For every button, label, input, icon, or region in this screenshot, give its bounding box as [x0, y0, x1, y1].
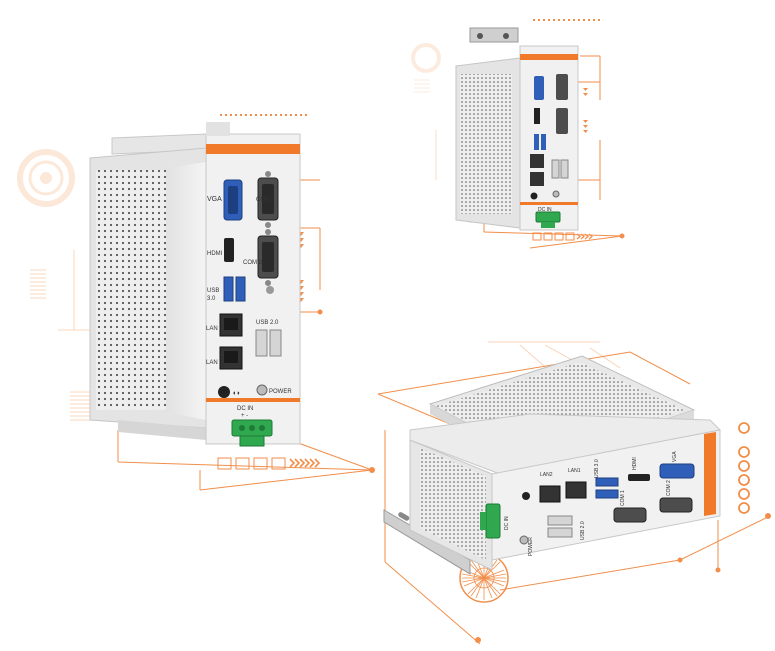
horizontal-usb30-port-a [595, 477, 619, 487]
horizontal-vga-label: VGA [672, 451, 678, 462]
chevron-arrows-icon [289, 458, 321, 468]
accent-stripe-top [206, 144, 300, 154]
small-perforated-side [460, 74, 512, 214]
perforated-side-panel [96, 170, 166, 410]
polarity-label: + - [241, 413, 248, 419]
svg-text:◖◗: ◖◗ [232, 390, 240, 397]
horizontal-unit: DC IN POWER LAN2 LAN1 USB 2.0 USB 3.0 HD… [383, 355, 722, 575]
horizontal-dc-in-label: DC IN [504, 516, 510, 530]
power-label: POWER [269, 389, 292, 395]
vga-label: VGA [207, 196, 222, 203]
horizontal-power-label: POWER [528, 537, 534, 556]
small-com1-port [556, 74, 568, 100]
target-reticle-icon [17, 149, 75, 207]
horizontal-dc-connector [485, 503, 501, 539]
horizontal-lan2-label: LAN2 [540, 472, 553, 478]
com2-label: COM 2 [243, 260, 263, 266]
horizontal-vga-port [659, 463, 695, 479]
hdmi-label: HDMI [207, 251, 223, 257]
dc-in-label: DC IN [237, 406, 253, 412]
horizontal-com2-label: COM 2 [666, 480, 672, 496]
small-unit: DC IN [455, 27, 579, 231]
decor-squares [217, 457, 286, 470]
horizontal-usb30-label: USB 3.0 [594, 459, 600, 478]
usb20-port-b [269, 329, 282, 357]
usb30-label-line2: 3.0 [207, 296, 216, 302]
large-unit: VGA COM 1 HDMI COM 2 USB 3.0 LAN 2 LAN 1… [89, 122, 301, 447]
horizontal-usb20-port-b [547, 527, 573, 538]
small-front-panel [519, 45, 579, 231]
small-lan1-port [530, 172, 544, 186]
accent-stripe-bottom [206, 398, 300, 402]
horizontal-hdmi-port [628, 474, 650, 481]
usb20-label: USB 2.0 [256, 320, 279, 326]
horizontal-com1-label: COM 1 [620, 490, 626, 506]
accent-stripe-right [704, 432, 716, 516]
usb30-label-line1: USB [207, 288, 219, 294]
small-dc-connector [535, 211, 561, 223]
usb20-port-a [255, 329, 268, 357]
usb30-port-b [235, 276, 246, 302]
decor-squares-small [532, 232, 575, 241]
horizontal-lan2-port [539, 485, 561, 503]
small-vga-port [534, 76, 544, 100]
ring-outline-icon [738, 422, 750, 514]
lan1-label: LAN 1 [206, 360, 223, 366]
horizontal-usb20-port-a [547, 515, 573, 526]
horizontal-lan1-label: LAN1 [568, 468, 581, 474]
horizontal-hdmi-label: HDMI [632, 457, 638, 470]
large-front-panel [205, 133, 301, 445]
horizontal-com1-port [613, 507, 647, 523]
chevron-arrows-icon-small [576, 233, 593, 240]
horizontal-audio-jack [522, 492, 530, 500]
small-com2-port [556, 108, 568, 134]
usb30-port-a [223, 276, 234, 302]
power-icon [256, 384, 268, 396]
audio-jack-icon [218, 386, 230, 398]
horizontal-com2-port [659, 497, 693, 513]
hdmi-port [224, 238, 234, 262]
left-perforated-side [420, 448, 486, 560]
horizontal-power-icon [519, 535, 529, 545]
horizontal-usb20-label: USB 2.0 [580, 521, 586, 540]
horizontal-usb30-port-b [595, 489, 619, 499]
small-lan2-port [530, 154, 544, 168]
horizontal-lan1-port [565, 481, 587, 499]
lan2-label: LAN 2 [206, 326, 223, 332]
com1-label: COM 1 [256, 197, 276, 203]
small-dc-in-label: DC IN [538, 207, 552, 213]
small-hdmi-port [534, 108, 540, 124]
